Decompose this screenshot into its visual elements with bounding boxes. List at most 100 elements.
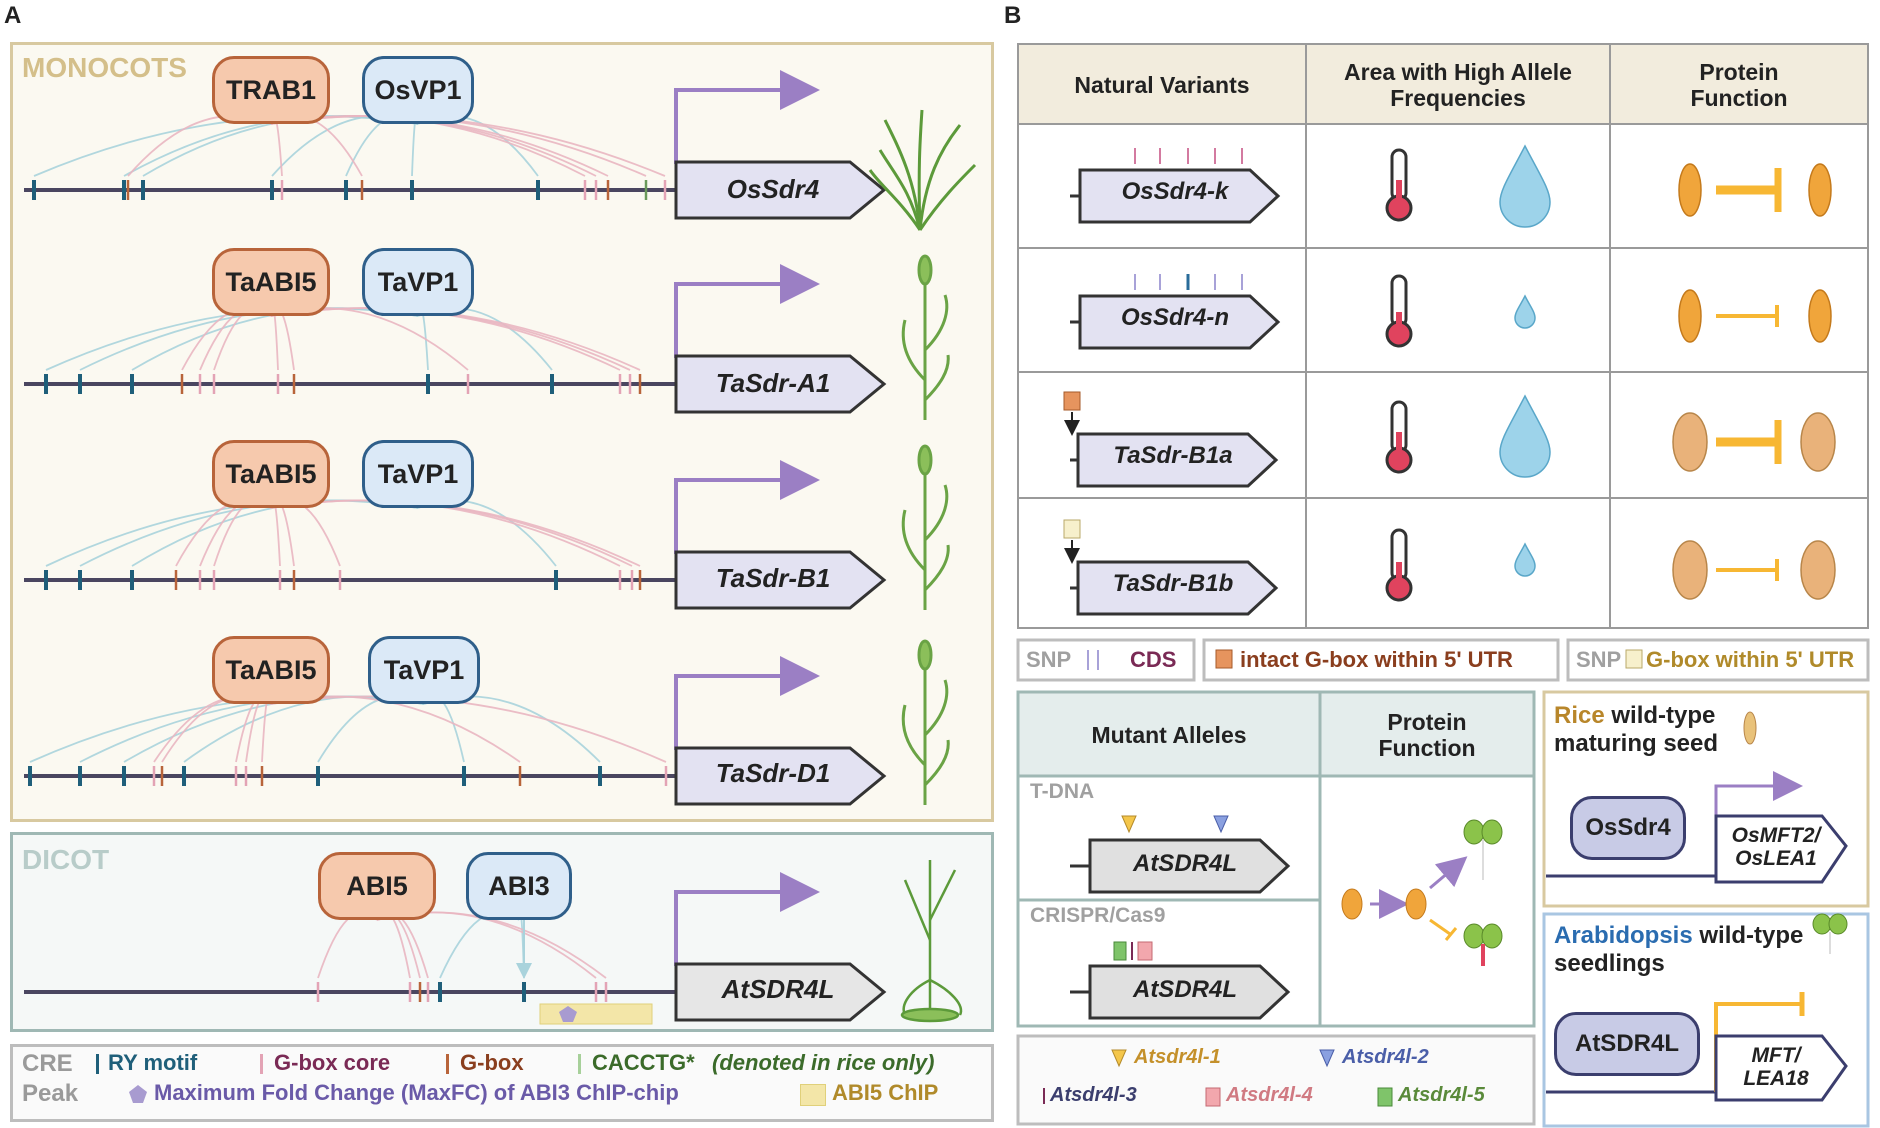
tf-osvp1: OsVP1 [362,56,474,124]
legend-gbox-label: G-box [460,1050,524,1075]
gene-label-tasdr-b1: TaSdr-B1 [715,563,831,593]
legend-gcore-swatch [260,1054,263,1074]
binding-arc [270,307,469,371]
rice-target-2: OsLEA1 [1735,847,1817,871]
gene-label-tasdr-d1: TaSdr-D1 [715,758,831,788]
panel-a-diagram [24,70,977,1025]
binding-arc [79,499,419,567]
tf-trab1: TRAB1 [212,56,330,124]
rice-target-1: OsMFT2/ [1731,824,1821,847]
binding-arc [317,911,378,979]
tf-taabi5-a1: TaABI5 [212,248,330,316]
arab-title-em: Arabidopsis [1554,922,1693,949]
binding-arc [411,115,419,177]
tf-taabi5-b1: TaABI5 [212,440,330,508]
binding-arc [423,695,465,763]
binding-arc [123,115,419,177]
tf-ossdr4: OsSdr4 [1570,796,1686,860]
legend-ry-label: RY motif [108,1050,198,1075]
binding-arc [270,115,363,177]
rice-title-em: Rice [1554,702,1605,729]
tf-abi3: ABI3 [466,852,572,920]
binding-arc [270,499,621,567]
legend-gbox-utr-label: G-box within 5' UTR [1646,647,1855,672]
gene-atsdr4l-crispr: AtSDR4L [1132,976,1237,1003]
binding-arc [270,307,279,371]
binding-arc [270,499,281,567]
header-natural-variants: Natural Variants [1074,71,1250,98]
header-protein-function-2: Protein Function [1378,708,1476,761]
allele-5-label: Atsdr4l-5 [1398,1084,1485,1106]
tf-taabi5-d1: TaABI5 [212,636,330,704]
arab-box-title: Arabidopsis wild-type seedlings [1554,922,1824,977]
wheat-plant-icon-a1 [901,254,950,420]
abi5-chip-peak [539,1003,653,1025]
allele-2-label: Atsdr4l-2 [1342,1046,1429,1068]
legend-ry-swatch [96,1054,99,1074]
gene-arrow [674,160,887,220]
gene-arrow [674,746,887,806]
arab-title-rest: wild-type seedlings [1554,922,1804,977]
allele-3-label: Atsdr4l-3 [1050,1084,1137,1106]
binding-arc [423,695,601,763]
tf-tavp1-b1: TaVP1 [362,440,474,508]
arabidopsis-plant-icon [900,860,963,1023]
legend-cacctg-label: CACCTG* [592,1050,695,1075]
gene-tasdr-b1b: TaSdr-B1b [1112,570,1234,597]
gene-ossdr4-n: OsSdr4-n [1120,304,1230,331]
legend-gcore-label: G-box core [274,1050,391,1075]
binding-arc [270,115,666,177]
rice-title-rest: wild-type maturing seed [1554,702,1719,757]
tf-tavp1-d1: TaVP1 [368,636,480,704]
arab-target-1: MFT/ [1751,1044,1801,1067]
legend-cre-label: CRE [22,1050,73,1077]
arab-target-2: LEA18 [1743,1067,1809,1091]
tss-arrow [674,656,820,750]
legend-snp-label: SNP [1026,647,1072,672]
legend-gbox-swatch [446,1054,449,1074]
panel-letter-b: B [1004,2,1022,29]
gene-arrow [674,962,887,1022]
legend-maxfc-label: Maximum Fold Change (MaxFC) of ABI3 ChIP… [154,1080,679,1105]
gene-tasdr-b1a: TaSdr-B1a [1113,442,1233,469]
header-protein-function: Protein Function [1690,58,1788,111]
rice-box-title: Rice wild-type maturing seed [1554,702,1744,757]
tss-arrow [674,70,820,164]
gene-label-atsdr4l: AtSDR4L [721,974,835,1004]
wheat-plant-icon-b1 [901,444,950,610]
allele-4-label: Atsdr4l-4 [1226,1084,1313,1106]
seed-icons [1678,163,1832,343]
binding-arc [79,307,419,371]
header-mutant-alleles: Mutant Alleles [1091,721,1247,748]
panel-b-diagram [1016,43,1870,1128]
gene-arrow [674,354,887,414]
binding-arc [270,695,667,763]
binding-arc [376,911,421,979]
legend-intact-gbox-label: intact G-box within 5' UTR [1240,647,1513,672]
rice-plant-icon [868,109,977,231]
tss-arrow [674,872,820,966]
tss-arrow [674,264,820,358]
legend-cacctg-swatch [578,1054,581,1074]
gene-atsdr4l-tdna: AtSDR4L [1132,850,1237,877]
legend-snp2-label: SNP [1576,647,1622,672]
legend-peak-label: Peak [22,1080,79,1107]
binding-arc [417,499,557,567]
legend-cds-label: CDS [1130,647,1177,672]
binding-arc [439,911,520,979]
arab-target-label: MFT/ LEA18 [1716,1044,1836,1090]
allele-1-label: Atsdr4l-1 [1134,1046,1221,1068]
gene-label-tasdr-a1: TaSdr-A1 [715,368,831,398]
maxfc-peak-icon [559,1006,577,1022]
gene-label-ossdr4: OsSdr4 [726,174,820,204]
legend-abi5chip-label: ABI5 ChIP [832,1080,939,1105]
header-area-high-allele: Area with High Allele Frequencies [1344,58,1572,111]
binding-arc [270,499,641,567]
binding-arc [270,499,295,567]
pentagon-icon [129,1085,147,1103]
binding-arc [183,695,425,763]
panel-letter-a: A [4,2,22,29]
tss-arrow [674,460,820,554]
water-drop-icons [1499,144,1551,577]
binding-arc [127,115,272,177]
